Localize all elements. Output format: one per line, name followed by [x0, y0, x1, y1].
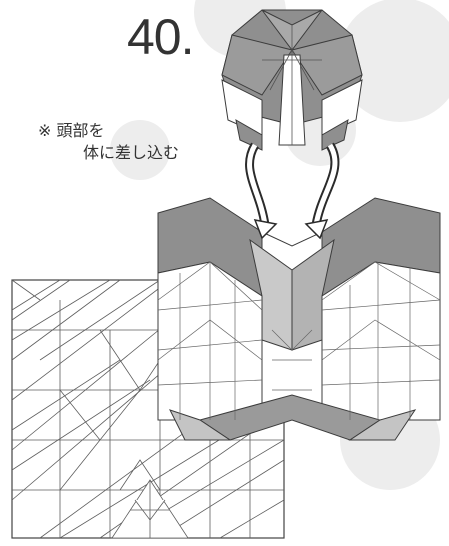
note-mark: ※ — [38, 121, 52, 140]
step-number: 40. — [127, 9, 195, 65]
note-line-1: 頭部を — [56, 121, 105, 140]
head-model — [221, 9, 363, 151]
bottom-star-motif — [111, 479, 189, 539]
instruction-note: ※ 頭部を 体に差し込む — [38, 120, 179, 164]
body-creases — [157, 261, 441, 420]
body-model — [157, 197, 441, 441]
insert-arrows — [245, 142, 340, 240]
note-line-2: 体に差し込む — [83, 143, 180, 162]
